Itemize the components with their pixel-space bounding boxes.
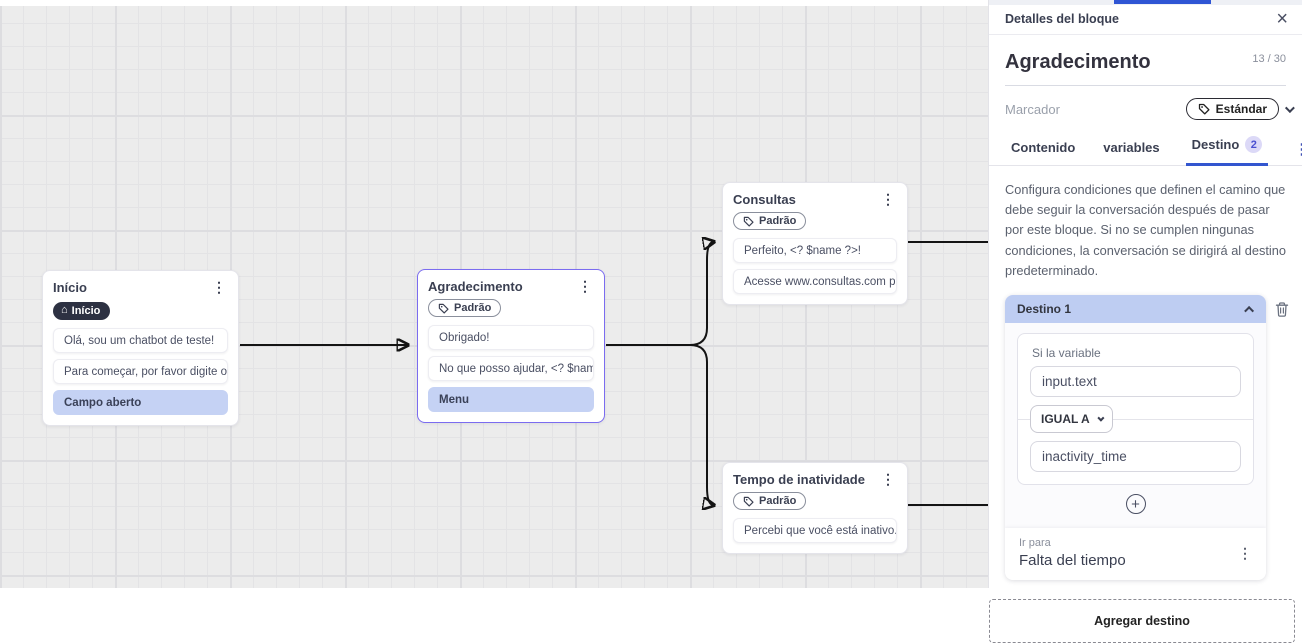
message-row[interactable]: Olá, sou um chatbot de teste!: [53, 327, 228, 353]
condition-label: Si la variable: [1032, 346, 1101, 361]
operator-dropdown[interactable]: IGUAL A: [1030, 405, 1113, 434]
node-title: Agradecimento: [428, 279, 523, 294]
kebab-menu-icon[interactable]: ⋮: [212, 279, 226, 295]
tag-icon: [743, 216, 754, 227]
chip-label: Padrão: [759, 215, 797, 227]
tab-contenido[interactable]: Contenido: [1011, 140, 1076, 155]
tab-destino-label: Destino: [1191, 137, 1240, 152]
tab-variables[interactable]: variables: [1103, 140, 1160, 155]
open-field-row[interactable]: Campo aberto: [53, 389, 228, 415]
marker-label: Marcador: [1005, 101, 1060, 117]
active-tab-indicator: [1114, 0, 1211, 4]
flow-node-inicio[interactable]: Início ⋮ ⌂ Início Olá, sou um chatbot de…: [42, 270, 239, 426]
node-title: Consultas: [733, 192, 796, 207]
goto-row[interactable]: Ir para Falta del tiempo ⋮: [1005, 528, 1266, 581]
destino-count-badge: 2: [1245, 136, 1263, 153]
chip-label: Padrão: [759, 495, 797, 507]
chip-label: Padrão: [454, 302, 492, 314]
message-row[interactable]: Para começar, por favor digite o ...: [53, 358, 228, 384]
message-row[interactable]: Acesse www.consultas.com par...: [733, 269, 897, 294]
kebab-menu-icon[interactable]: ⋮: [881, 191, 895, 207]
chevron-up-icon[interactable]: [1244, 305, 1255, 316]
flow-node-tempo-inatividade[interactable]: Tempo de inatividade ⋮ Padrão Percebi qu…: [722, 462, 908, 554]
kebab-menu-icon[interactable]: ⋮: [578, 278, 592, 294]
tab-destino[interactable]: Destino 2: [1185, 136, 1269, 166]
badge-label: Início: [71, 304, 101, 317]
marker-chip-estandar[interactable]: Estándar: [1185, 98, 1279, 120]
padrao-chip: Padrão: [733, 212, 807, 230]
tag-icon: [743, 496, 754, 507]
kebab-menu-icon[interactable]: ⋮: [881, 471, 895, 487]
chevron-down-icon: [1097, 414, 1105, 422]
destination-card: Destino 1 Si la variable IGUAL A: [1005, 295, 1266, 581]
goto-value: Falta del tiempo: [1019, 552, 1126, 570]
close-icon[interactable]: ×: [1276, 8, 1288, 30]
destination-header[interactable]: Destino 1: [1005, 295, 1266, 324]
condition-card: Si la variable IGUAL A: [1017, 333, 1254, 486]
canvas-top-strip: [0, 0, 988, 6]
operator-divider: [1018, 419, 1253, 421]
destination-title: Destino 1: [1017, 302, 1072, 317]
goto-kebab-menu-icon[interactable]: ⋮: [1238, 545, 1252, 562]
menu-row[interactable]: Menu: [428, 387, 594, 412]
padrao-chip: Padrão: [733, 492, 807, 510]
chevron-down-icon[interactable]: [1284, 102, 1295, 113]
tabs-kebab-menu-icon[interactable]: ⋮: [1294, 141, 1302, 158]
destination-description: Configura condiciones que definen el cam…: [1005, 182, 1286, 278]
edge-agradecimento-consultas: [606, 242, 713, 346]
goto-label: Ir para: [1019, 537, 1051, 550]
add-condition-button[interactable]: +: [1125, 494, 1146, 515]
flow-node-agradecimento[interactable]: Agradecimento ⋮ Padrão Obrigado! No que …: [417, 269, 605, 423]
message-row[interactable]: Obrigado!: [428, 325, 594, 350]
home-icon: ⌂: [61, 304, 68, 316]
message-row[interactable]: Perfeito, <? $name ?>!: [733, 238, 897, 263]
marker-chip-label: Estándar: [1215, 102, 1267, 116]
tag-icon: [1198, 103, 1210, 115]
edge-agradecimento-tempo: [606, 344, 713, 505]
tag-icon: [438, 303, 449, 314]
panel-title: Detalles del bloque: [1005, 12, 1119, 26]
title-divider: [1005, 85, 1286, 86]
flow-node-consultas[interactable]: Consultas ⋮ Padrão Perfeito, <? $name ?>…: [722, 182, 908, 305]
operator-label: IGUAL A: [1041, 412, 1090, 427]
variable-input[interactable]: [1030, 366, 1241, 398]
padrao-chip: Padrão: [428, 299, 502, 317]
char-counter: 13 / 30: [1252, 53, 1286, 65]
flow-edges: [240, 0, 988, 588]
panel-top-strip: [989, 0, 1302, 5]
flow-canvas[interactable]: Início ⋮ ⌂ Início Olá, sou um chatbot de…: [0, 0, 988, 588]
message-row[interactable]: No que posso ajudar, <? $name ...: [428, 356, 594, 381]
compare-value-input[interactable]: [1030, 441, 1241, 473]
inicio-badge: ⌂ Início: [53, 301, 111, 320]
node-title: Início: [53, 280, 87, 295]
node-title: Tempo de inatividade: [733, 472, 865, 487]
delete-destination-icon[interactable]: [1274, 302, 1290, 322]
add-destination-button[interactable]: Agregar destino: [989, 599, 1295, 643]
message-row[interactable]: Percebi que você está inativo. C...: [733, 518, 897, 543]
block-details-panel: Detalles del bloque × Agradecimento 13 /…: [988, 0, 1302, 643]
block-name[interactable]: Agradecimento: [1005, 51, 1151, 73]
